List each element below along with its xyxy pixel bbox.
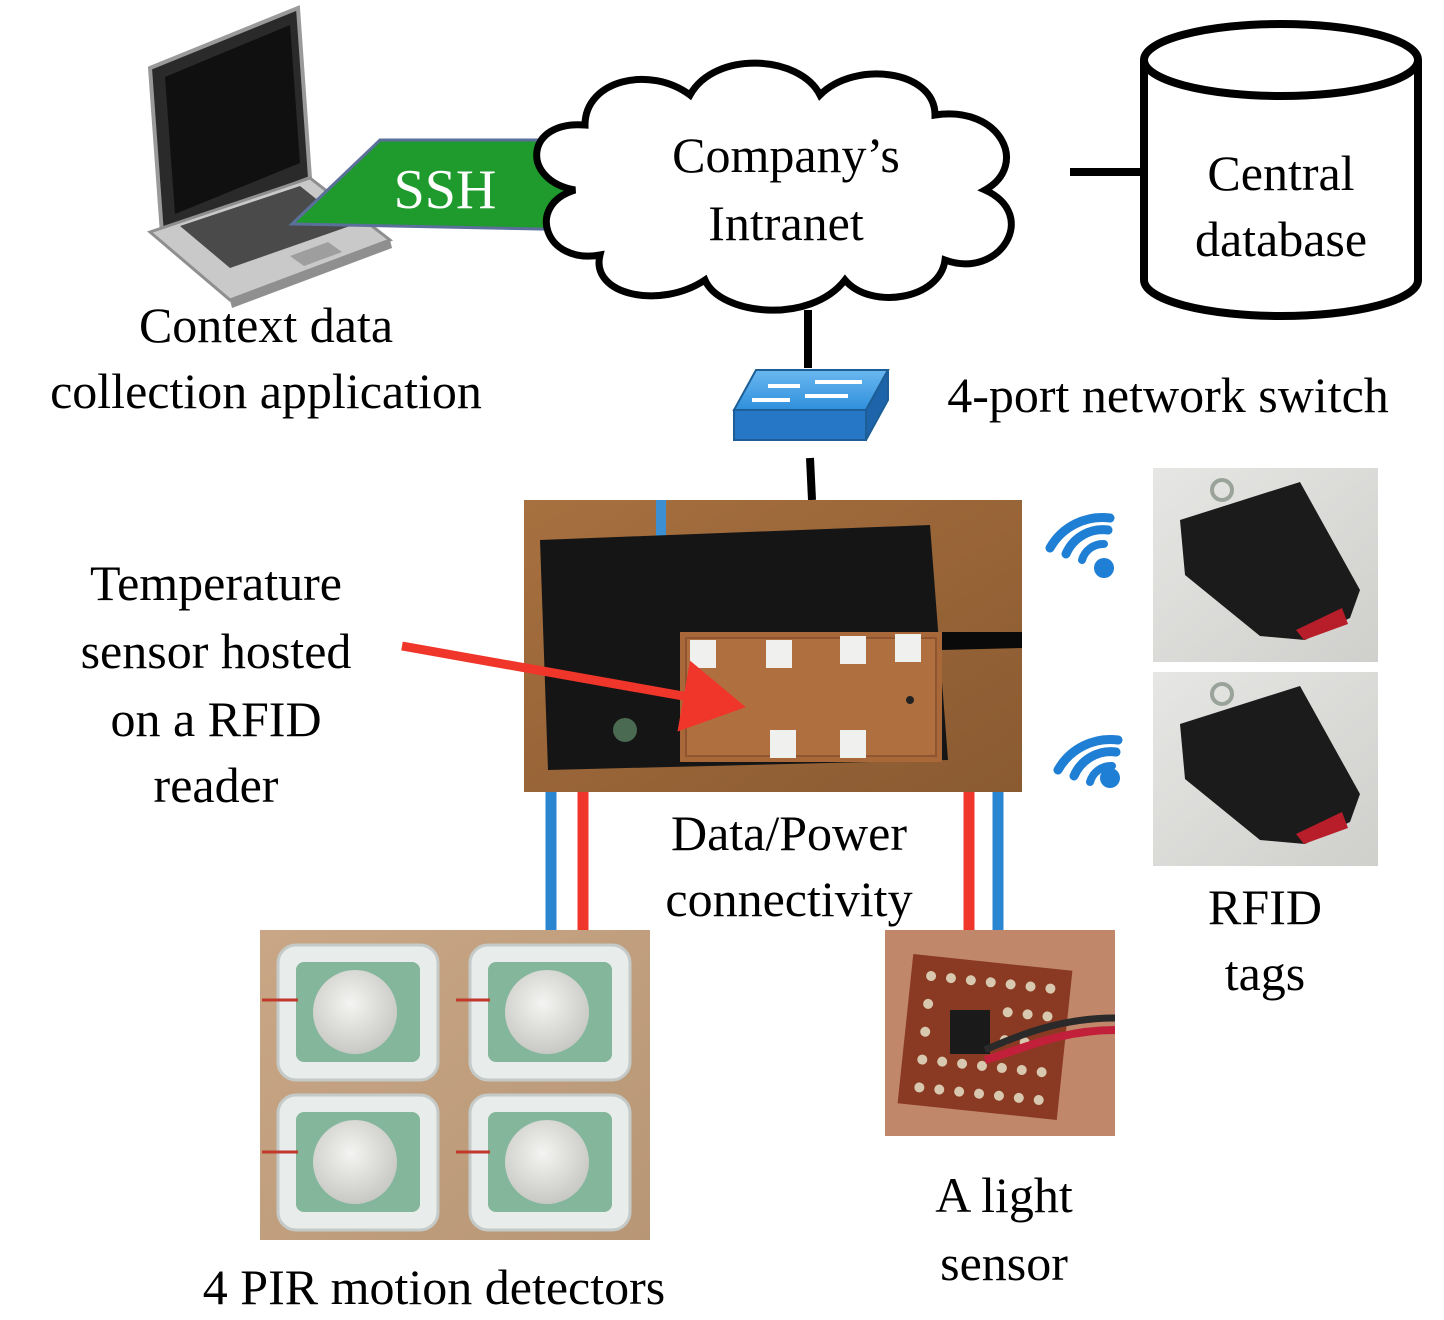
app-label-line2: collection application <box>50 363 482 419</box>
cloud-label-line2: Intranet <box>708 195 864 251</box>
laptop-icon <box>147 5 394 308</box>
app-label-line1: Context data <box>139 297 393 353</box>
temp-label-line3: on a RFID <box>110 691 321 747</box>
pir-label: 4 PIR motion detectors <box>203 1259 665 1315</box>
rfid-tag-photo <box>1153 672 1378 866</box>
pointer-arrow <box>401 641 746 732</box>
temp-label-line1: Temperature <box>90 555 342 611</box>
ssh-tunnel: SSH <box>288 138 592 232</box>
network-switch-icon <box>732 369 890 441</box>
tags-label-line2: tags <box>1225 945 1306 1001</box>
temp-label-line4: reader <box>154 757 279 813</box>
wireless-signal-icon <box>1045 513 1115 578</box>
ssh-label: SSH <box>394 159 497 221</box>
connectivity-label-line2: connectivity <box>665 871 912 927</box>
light-sensor-photo <box>885 930 1116 1136</box>
rfid-reader-photo <box>524 500 1022 792</box>
connectivity-label-line1: Data/Power <box>671 805 907 861</box>
tags-label-line1: RFID <box>1208 879 1322 935</box>
pir-detector <box>262 943 440 1082</box>
rfid-tag-photo <box>1153 468 1378 662</box>
pir-detector <box>456 943 632 1082</box>
light-label-line2: sensor <box>940 1235 1068 1291</box>
connectors <box>545 168 1150 932</box>
switch-label: 4-port network switch <box>947 367 1389 423</box>
database-label-line1: Central <box>1207 145 1354 201</box>
light-label-line1: A light <box>935 1167 1073 1223</box>
wireless-signal-icon <box>1053 735 1123 788</box>
switch-to-reader-link <box>806 457 816 501</box>
pir-detector <box>262 1093 440 1232</box>
database-label-line2: database <box>1195 211 1367 267</box>
database-cylinder-icon: Central database <box>1140 20 1422 320</box>
temp-label-line2: sensor hosted <box>81 623 352 679</box>
pir-detector <box>456 1093 632 1232</box>
cloud-label-line1: Company’s <box>672 127 900 183</box>
pir-detectors-photo <box>260 930 650 1240</box>
cloud-icon: Company’s Intranet <box>533 59 1015 314</box>
